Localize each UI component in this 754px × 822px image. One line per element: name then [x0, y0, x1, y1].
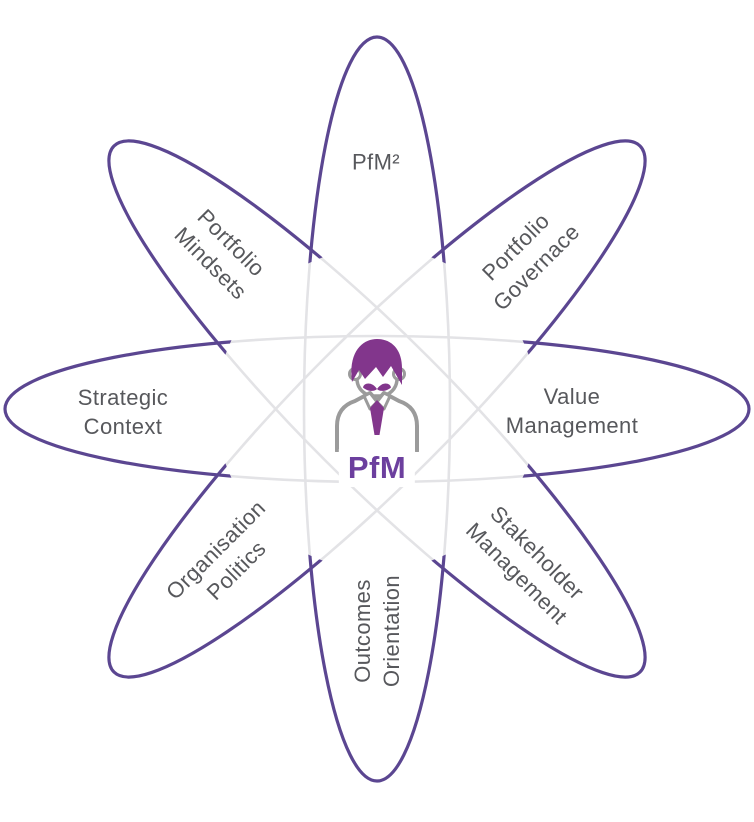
- petal-label-line: Orientation: [379, 574, 404, 688]
- petal-label-value-management: Value Management: [506, 382, 638, 440]
- person-tie: [370, 400, 384, 435]
- petal-label-strategic-context: Strategic Context: [78, 383, 168, 441]
- petal-outer-outline-ne-sw: [107, 139, 647, 679]
- petal-label-line: Value: [543, 384, 601, 409]
- person-mustache: [363, 383, 391, 391]
- person-hair: [351, 339, 402, 385]
- petal-label-line: Strategic: [77, 385, 169, 410]
- petal-label-line: Context: [83, 414, 163, 439]
- petal-label-line: PfM²: [351, 149, 401, 175]
- petal-outer-outline-nw-se: [107, 139, 647, 679]
- petal-label-line: Outcomes: [350, 579, 375, 683]
- petal-label-outcomes-orientation: Outcomes Orientation: [348, 575, 406, 687]
- petal-label-pfm2: PfM²: [352, 148, 400, 177]
- petal-outer-outline-vertical: [302, 35, 452, 783]
- portfolio-manager-icon: [335, 339, 419, 452]
- center-label: PfM: [338, 449, 416, 487]
- petal-label-line: Management: [505, 413, 639, 438]
